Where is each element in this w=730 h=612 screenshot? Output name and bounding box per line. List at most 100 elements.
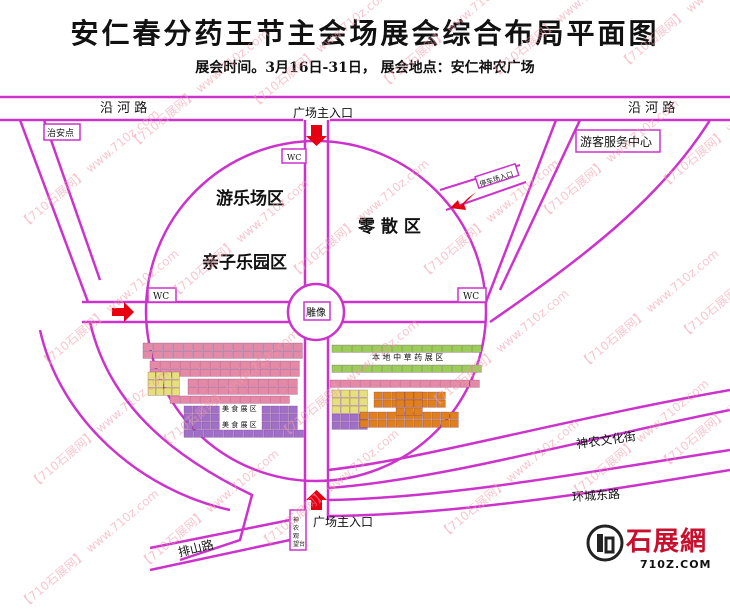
booth-cell	[441, 364, 452, 373]
stage-label-4: 望台	[293, 540, 305, 548]
logo-url: 710Z.COM	[640, 558, 712, 571]
booth-cell	[199, 368, 210, 377]
booth-cell	[192, 421, 202, 430]
booth-cell	[229, 395, 240, 404]
booth-cell	[162, 350, 173, 359]
booth-cell	[182, 342, 193, 351]
booth-cell	[201, 413, 211, 422]
booth-cell	[471, 344, 482, 353]
booth-cell	[237, 378, 248, 387]
booth-cell	[411, 344, 422, 353]
booth-cell	[331, 389, 341, 398]
road-right-diagonal	[484, 119, 712, 324]
booth-cell	[269, 368, 280, 377]
booth-cell	[172, 350, 183, 359]
booth-cell	[247, 386, 258, 395]
map-subtitle: 展会时间。3月16日-31日， 展会地点：安仁神农广场	[195, 60, 535, 76]
booth-cell	[440, 419, 450, 428]
booth-cell	[329, 379, 340, 388]
booth-cell	[149, 360, 160, 369]
booth-cell	[381, 364, 392, 373]
booth-cell	[202, 350, 213, 359]
booth-cell	[209, 360, 220, 369]
booth-cell	[461, 344, 472, 353]
booth-cell	[395, 391, 405, 400]
booth-cell	[269, 360, 280, 369]
booth-cell	[449, 411, 459, 420]
plaza-map: 沿 河 路 沿 河 路 广场主入口 广场主入口 停车场入口 治安点 游客服务中心…	[0, 95, 730, 572]
arrow-bottom-icon	[306, 490, 327, 510]
booth-cell	[219, 360, 230, 369]
wc-right-box	[457, 287, 487, 303]
wc-left-box	[147, 287, 177, 303]
booth-cell	[203, 429, 214, 438]
booth-cell	[257, 378, 268, 387]
booth-cell	[197, 378, 208, 387]
booth-cell	[419, 379, 430, 388]
booth-cell	[253, 429, 264, 438]
side-entrance-box	[474, 162, 520, 190]
zone-food2: 美 食 展 区	[222, 420, 257, 429]
booth-cell	[349, 413, 359, 422]
entrance-label-top: 广场主入口	[293, 106, 353, 120]
booth-cell	[413, 391, 423, 400]
zone-herbal: 本 地 中 草 药 展 区	[372, 352, 443, 362]
booth-cell	[179, 360, 190, 369]
booth-cell	[358, 389, 368, 398]
zone-retail: 零 散 区	[357, 216, 421, 237]
booth-cell	[373, 399, 383, 408]
booth-cell	[361, 344, 372, 353]
booth-cell	[201, 421, 211, 430]
booth-cell	[189, 395, 200, 404]
booth-cell	[249, 368, 260, 377]
booth-cell	[179, 368, 190, 377]
booth-cell	[340, 405, 350, 414]
booth-cell	[391, 344, 402, 353]
booth-cell	[232, 342, 243, 351]
booth-cell	[239, 395, 250, 404]
booth-cell	[436, 391, 446, 400]
booth-cell	[213, 429, 224, 438]
booth-cell	[440, 411, 450, 420]
booth-cell	[331, 413, 341, 422]
booth-cell	[368, 411, 378, 420]
booth-cell	[163, 371, 172, 380]
statue-label: 雕像	[306, 306, 326, 319]
booth-cell	[351, 344, 362, 353]
booth-cell	[399, 379, 410, 388]
booth-cell	[282, 350, 293, 359]
booth-cell	[142, 350, 153, 359]
booth-cell	[142, 342, 153, 351]
booth-cell	[339, 379, 350, 388]
booth-cell	[391, 364, 402, 373]
booth-cell	[382, 399, 392, 408]
booth-cell	[349, 421, 359, 430]
booth-cell	[259, 368, 270, 377]
booth-cell	[349, 379, 360, 388]
booth-cell	[192, 413, 202, 422]
booth-cell	[369, 379, 380, 388]
booth-cell	[331, 421, 341, 430]
booth-cell	[287, 378, 298, 387]
booth-cell	[222, 350, 233, 359]
booth-cell	[340, 421, 350, 430]
booth-cell	[279, 368, 290, 377]
booth-cell	[262, 350, 273, 359]
booth-cell	[201, 405, 211, 414]
booth-cell	[229, 368, 240, 377]
booth-cell	[351, 364, 362, 373]
booth-cell	[152, 350, 163, 359]
booth-cell	[155, 379, 164, 388]
booth-cell	[183, 421, 193, 430]
booth-cell	[340, 397, 350, 406]
arrow-left-icon	[112, 302, 134, 322]
booth-cell	[259, 395, 270, 404]
road-cross	[82, 300, 486, 324]
booth-cell	[340, 413, 350, 422]
booth-cell	[386, 419, 396, 428]
site-logo: 石展網 710Z.COM	[582, 518, 730, 576]
booth-cell	[451, 364, 462, 373]
booth-cell	[147, 387, 156, 396]
road-label-ring-east: 环城东路	[571, 486, 620, 504]
booth-cell	[223, 429, 234, 438]
